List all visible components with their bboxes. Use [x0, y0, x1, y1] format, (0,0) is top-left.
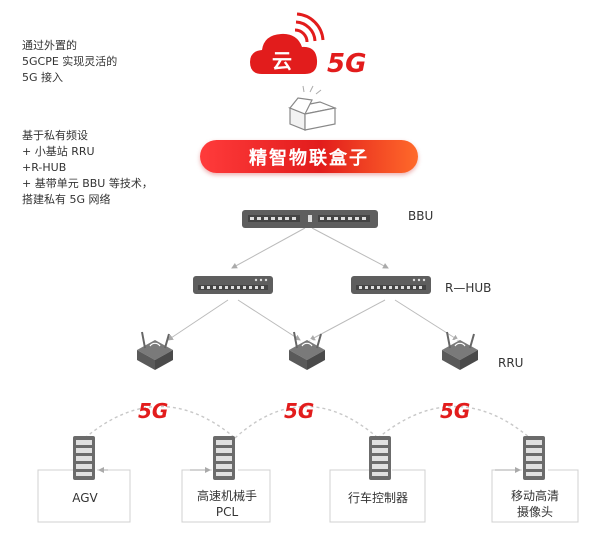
device-label-crane: 行车控制器	[347, 491, 408, 505]
product-banner: 精智物联盒子	[200, 140, 418, 173]
note-private-network: 基于私有频设 + 小基站 RRU +R-HUB + 基带单元 BBU 等技术， …	[22, 129, 153, 206]
note-cpe-access: 通过外置的 5GCPE 实现灵活的 5G 接入	[22, 39, 118, 84]
device-label-camera: 移动高清 摄像头	[510, 489, 559, 519]
rhub-label: R—HUB	[445, 281, 492, 295]
device-label-arm: 高速机械手 PCL	[196, 489, 257, 519]
bbu-label: BBU	[408, 209, 434, 223]
device-label-agv: AGV	[72, 491, 98, 505]
rru-label: RRU	[498, 356, 524, 370]
